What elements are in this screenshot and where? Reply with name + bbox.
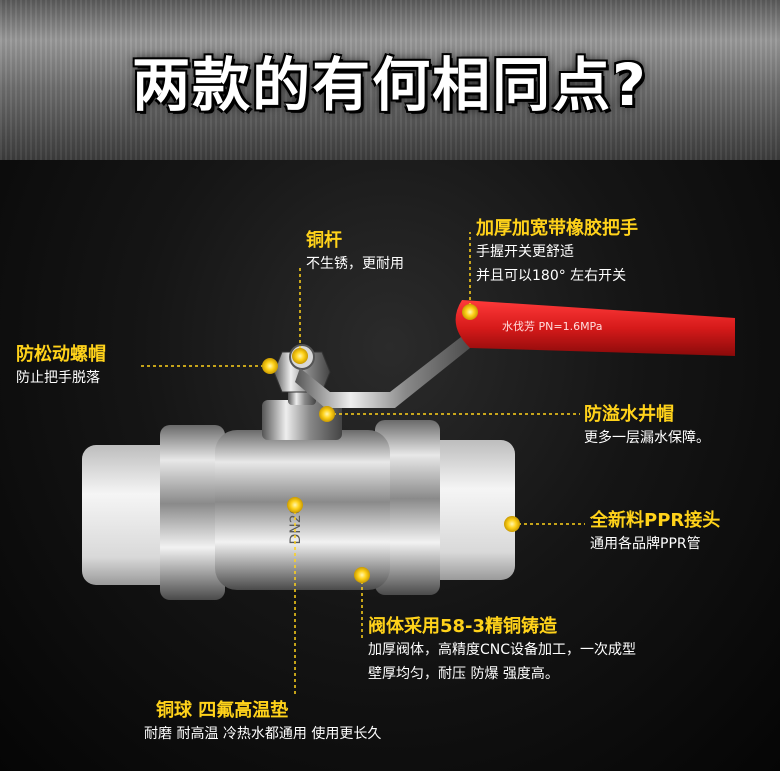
callout-nut-title: 防松动螺帽 (16, 344, 106, 365)
callout-ppr-title: 全新料PPR接头 (590, 510, 721, 531)
callout-ball: 铜球 四氟高温垫 耐磨 耐高温 冷热水都通用 使用更长久 (144, 696, 381, 746)
dot-nut (262, 358, 278, 374)
callout-stem-line: 不生锈，更耐用 (306, 256, 404, 272)
callout-nut: 防松动螺帽 防止把手脱落 (16, 340, 106, 390)
valve-body (215, 430, 390, 590)
body-marking: DN20 (288, 505, 304, 544)
ppr-left-pipe (82, 445, 182, 585)
callout-nut-line: 防止把手脱落 (16, 370, 100, 386)
callout-handle-line-1: 手握开关更舒适 (476, 244, 574, 260)
callout-body-line-2: 壁厚均匀，耐压 防爆 强度高。 (368, 666, 559, 682)
guide-lines (140, 232, 585, 695)
banner-texture (0, 0, 780, 160)
dot-stem (292, 348, 308, 364)
callout-body-line-1: 加厚阀体，高精度CNC设备加工，一次成型 (368, 642, 637, 658)
callout-ball-title: 铜球 四氟高温垫 (156, 700, 289, 721)
dot-ball (287, 497, 303, 513)
title-banner: 两款的有何相同点? (0, 0, 780, 160)
dot-handle (462, 304, 478, 320)
callout-ppr-line: 通用各品牌PPR管 (590, 536, 701, 552)
right-union-nut (375, 420, 440, 595)
red-handle (455, 300, 735, 356)
dot-body (354, 567, 370, 583)
callout-body: 阀体采用58-3精铜铸造 加厚阀体，高精度CNC设备加工，一次成型 壁厚均匀，耐… (368, 612, 636, 686)
dot-cap (319, 406, 335, 422)
callout-handle: 加厚加宽带橡胶把手 手握开关更舒适 并且可以180° 左右开关 (476, 214, 638, 288)
callout-ppr: 全新料PPR接头 通用各品牌PPR管 (590, 506, 720, 556)
callout-handle-title: 加厚加宽带橡胶把手 (476, 218, 638, 239)
handle-marking: 水伐芳 PN=1.6MPa (502, 319, 602, 333)
left-union-nut (160, 425, 225, 600)
callout-body-title: 阀体采用58-3精铜铸造 (368, 616, 558, 637)
callout-ball-line: 耐磨 耐高温 冷热水都通用 使用更长久 (144, 726, 382, 742)
dot-ppr (504, 516, 520, 532)
callout-handle-line-2: 并且可以180° 左右开关 (476, 268, 627, 284)
page-title: 两款的有何相同点? (132, 51, 648, 119)
callout-cap: 防溢水井帽 更多一层漏水保障。 (584, 400, 710, 450)
callout-cap-line: 更多一层漏水保障。 (584, 430, 710, 446)
callout-stem-title: 铜杆 (306, 230, 342, 251)
callout-cap-title: 防溢水井帽 (584, 404, 674, 425)
callout-stem: 铜杆 不生锈，更耐用 (306, 226, 404, 276)
